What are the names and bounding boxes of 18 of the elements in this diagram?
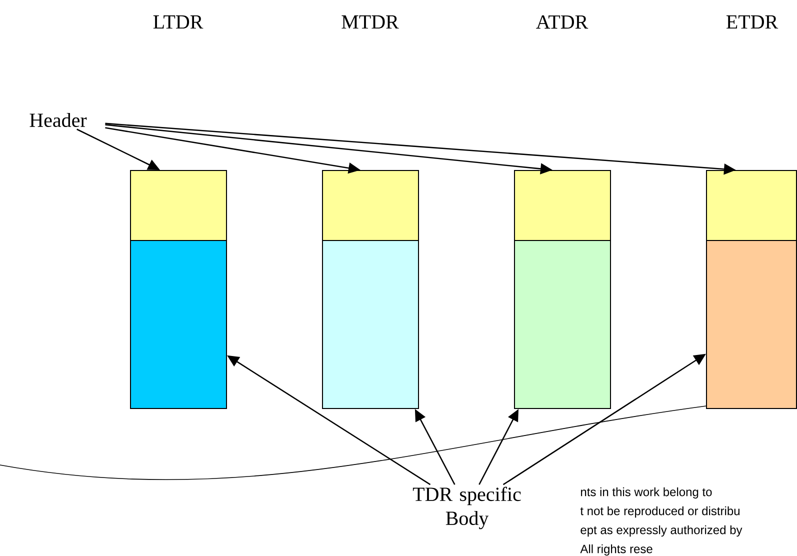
header-box <box>130 170 227 241</box>
copyright-notice: All rights rese <box>580 544 652 556</box>
column-title: MTDR <box>342 15 399 29</box>
column-title: ETDR <box>726 15 778 29</box>
header-box <box>514 170 611 241</box>
body-box <box>130 240 227 409</box>
copyright-notice: nts in this work belong to <box>581 487 712 499</box>
copyright-notice: t not be reproduced or distribu <box>580 506 740 518</box>
header-box <box>322 170 419 241</box>
body-box <box>706 240 797 409</box>
body-box <box>322 240 419 409</box>
node-label: TDR specific Body <box>412 486 521 530</box>
copyright-notice: ept as expressly authorized by <box>580 525 742 537</box>
node-label: Header <box>30 112 87 128</box>
column-title: LTDR <box>153 15 204 29</box>
header-box <box>706 170 797 241</box>
body-box <box>514 240 611 409</box>
column-title: ATDR <box>536 15 588 29</box>
